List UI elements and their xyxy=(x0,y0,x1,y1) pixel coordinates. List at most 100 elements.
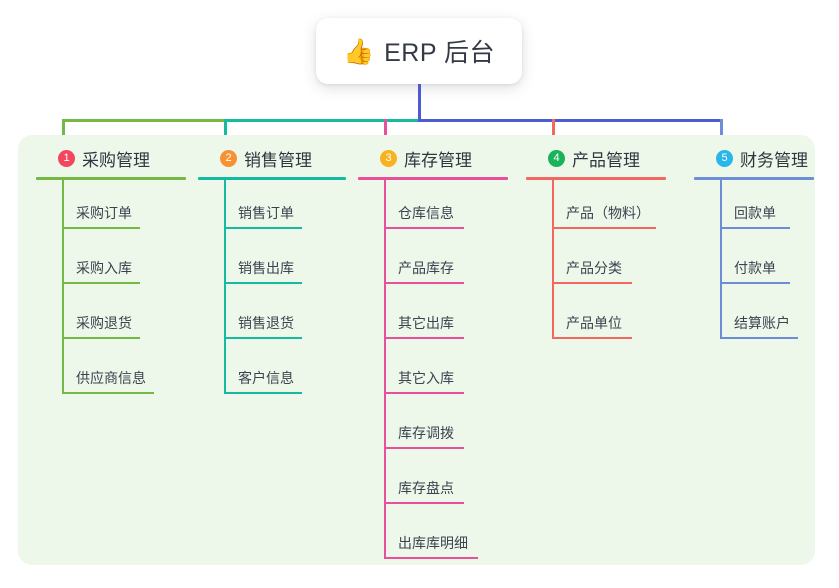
leaf-item[interactable]: 结算账户 xyxy=(694,290,814,345)
leaf-item[interactable]: 产品（物料） xyxy=(526,180,666,235)
leaf-rule xyxy=(62,227,140,229)
leaf-label: 回款单 xyxy=(734,205,776,221)
column-badge-3: 3 xyxy=(380,149,397,167)
leaf-item[interactable]: 出库库明细 xyxy=(358,510,508,565)
leaf-label: 产品分类 xyxy=(566,260,622,276)
leaf-label: 供应商信息 xyxy=(76,370,146,386)
root-title: ERP 后台 xyxy=(384,39,496,67)
column-spine-2 xyxy=(224,180,226,394)
column-title-2: 销售管理 xyxy=(244,150,312,170)
thumbs-up-icon: 👍 xyxy=(342,36,375,66)
column-header-4[interactable]: 4 产品管理 xyxy=(526,143,666,173)
leaf-label: 销售订单 xyxy=(238,205,294,221)
leaf-label: 结算账户 xyxy=(734,315,790,331)
column-title-4: 产品管理 xyxy=(572,150,640,170)
leaf-rule xyxy=(224,282,302,284)
leaf-item[interactable]: 回款单 xyxy=(694,180,814,235)
leaf-item[interactable]: 库存调拨 xyxy=(358,400,508,455)
leaf-item[interactable]: 采购退货 xyxy=(36,290,186,345)
leaf-item[interactable]: 采购入库 xyxy=(36,235,186,290)
leaf-label: 产品（物料） xyxy=(566,205,650,221)
column-rule-4 xyxy=(526,177,666,180)
column-2: 2 销售管理销售订单销售出库销售退货客户信息 xyxy=(198,143,346,400)
leaf-label: 销售退货 xyxy=(238,315,294,331)
leaf-rule xyxy=(552,227,656,229)
column-badge-4: 4 xyxy=(548,149,565,167)
bus-drop-1 xyxy=(62,119,65,145)
bus-drop-5 xyxy=(720,119,723,145)
leaf-rule xyxy=(720,227,790,229)
leaf-rule xyxy=(552,337,632,339)
bus-drop-3 xyxy=(384,119,387,145)
leaf-item[interactable]: 其它出库 xyxy=(358,290,508,345)
column-items-2: 销售订单销售出库销售退货客户信息 xyxy=(198,180,346,400)
leaf-label: 销售出库 xyxy=(238,260,294,276)
column-rule-3 xyxy=(358,177,508,180)
leaf-label: 采购入库 xyxy=(76,260,132,276)
leaf-item[interactable]: 其它入库 xyxy=(358,345,508,400)
root-node[interactable]: 👍 ERP 后台 xyxy=(316,18,522,84)
column-badge-1: 1 xyxy=(58,149,75,167)
column-header-1[interactable]: 1 采购管理 xyxy=(36,143,186,173)
leaf-item[interactable]: 供应商信息 xyxy=(36,345,186,400)
column-4: 4 产品管理产品（物料） 产品分类产品单位 xyxy=(526,143,666,345)
leaf-item[interactable]: 销售退货 xyxy=(198,290,346,345)
column-badge-2: 2 xyxy=(220,149,237,167)
column-badge-5: 5 xyxy=(716,149,733,167)
leaf-rule xyxy=(224,227,302,229)
leaf-rule xyxy=(384,227,464,229)
leaf-rule xyxy=(384,447,464,449)
leaf-label: 付款单 xyxy=(734,260,776,276)
leaf-label: 客户信息 xyxy=(238,370,294,386)
leaf-item[interactable]: 采购订单 xyxy=(36,180,186,235)
leaf-item[interactable]: 产品单位 xyxy=(526,290,666,345)
column-rule-5 xyxy=(694,177,814,180)
branches-panel xyxy=(18,135,815,565)
leaf-rule xyxy=(384,557,478,559)
leaf-label: 其它出库 xyxy=(398,315,454,331)
column-spine-4 xyxy=(552,180,554,339)
leaf-label: 库存盘点 xyxy=(398,480,454,496)
column-header-2[interactable]: 2 销售管理 xyxy=(198,143,346,173)
bus-drop-2 xyxy=(224,119,227,145)
leaf-rule xyxy=(552,282,632,284)
leaf-item[interactable]: 库存盘点 xyxy=(358,455,508,510)
leaf-label: 采购退货 xyxy=(76,315,132,331)
column-items-4: 产品（物料） 产品分类产品单位 xyxy=(526,180,666,345)
leaf-item[interactable]: 销售出库 xyxy=(198,235,346,290)
bus-segment-1 xyxy=(62,119,224,122)
leaf-item[interactable]: 仓库信息 xyxy=(358,180,508,235)
bus-segment-3 xyxy=(418,119,552,122)
leaf-item[interactable]: 产品分类 xyxy=(526,235,666,290)
column-title-3: 库存管理 xyxy=(404,150,472,170)
leaf-item[interactable]: 销售订单 xyxy=(198,180,346,235)
bus-drop-4 xyxy=(552,119,555,145)
leaf-item[interactable]: 付款单 xyxy=(694,235,814,290)
column-header-3[interactable]: 3 库存管理 xyxy=(358,143,508,173)
root-node-content: 👍 ERP 后台 xyxy=(343,33,495,69)
leaf-rule xyxy=(384,282,464,284)
leaf-rule xyxy=(384,392,464,394)
leaf-label: 仓库信息 xyxy=(398,205,454,221)
leaf-label: 出库库明细 xyxy=(398,535,468,551)
leaf-label: 采购订单 xyxy=(76,205,132,221)
column-rule-2 xyxy=(198,177,346,180)
column-3: 3 库存管理仓库信息产品库存其它出库其它入库库存调拨库存盘点出库库明细 xyxy=(358,143,508,565)
leaf-label: 产品单位 xyxy=(566,315,622,331)
column-title-1: 采购管理 xyxy=(82,150,150,170)
leaf-rule xyxy=(720,337,798,339)
leaf-item[interactable]: 客户信息 xyxy=(198,345,346,400)
bus-segment-4 xyxy=(552,119,723,122)
leaf-rule xyxy=(384,502,464,504)
column-spine-3 xyxy=(384,180,386,559)
leaf-rule xyxy=(384,337,464,339)
column-items-3: 仓库信息产品库存其它出库其它入库库存调拨库存盘点出库库明细 xyxy=(358,180,508,565)
root-stem xyxy=(418,84,421,122)
column-spine-5 xyxy=(720,180,722,339)
column-items-1: 采购订单采购入库采购退货供应商信息 xyxy=(36,180,186,400)
leaf-item[interactable]: 产品库存 xyxy=(358,235,508,290)
leaf-rule xyxy=(224,337,302,339)
